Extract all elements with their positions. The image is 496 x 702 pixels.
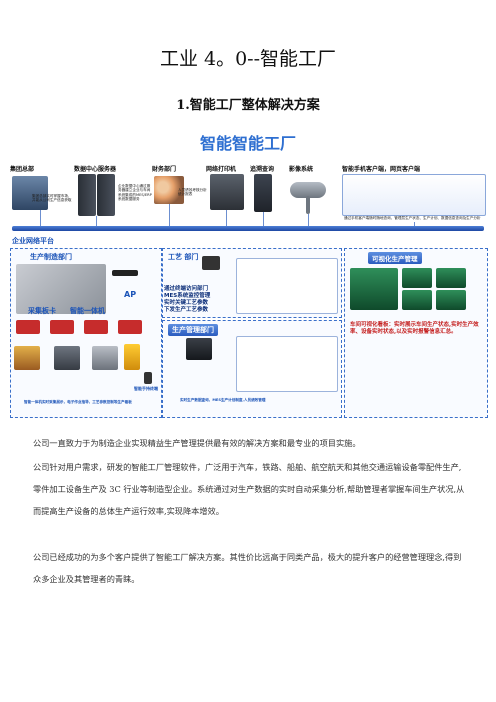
node-label-printer: 网络打印机	[206, 166, 237, 173]
visual-mgmt-label: 可视化生产管理	[368, 252, 422, 264]
connector-line	[263, 212, 264, 226]
hq-note: 集团总部实时掌握市场，并能从公司生产信息获取	[32, 194, 72, 203]
finance-staff-icon	[154, 176, 184, 204]
connector-line	[308, 214, 309, 226]
terminal-pc-icon	[202, 256, 220, 270]
factory-floor-icon	[16, 264, 106, 314]
process-dept-label: 工艺 部门	[168, 253, 199, 261]
handheld-scanner-icon	[144, 372, 152, 384]
production-dept-label: 生产制造部门	[30, 253, 72, 261]
connector-line	[414, 222, 415, 226]
collector-card-icon	[50, 320, 74, 334]
server-rack-icon	[97, 174, 115, 216]
node-label-finance: 财务部门	[152, 166, 177, 173]
bottom-note: 智能一体机实时采集展示，电子作业指导，工艺参数控制等生产看板	[24, 400, 132, 404]
node-label-client: 智能手机客户端，网页客户端	[342, 166, 421, 173]
collector-card-icon	[118, 320, 142, 334]
document-subtitle: 1.智能工厂整体解决方案	[176, 98, 320, 113]
smart-factory-diagram: 智能智能工厂 集团总部 数据中心服务器 财务部门 网络打印机 追溯查询 影像系统…	[4, 124, 492, 424]
mes-screenshot-panel	[236, 258, 338, 314]
camera-icon	[290, 182, 326, 198]
connector-line	[96, 216, 97, 226]
robot-arm-icon	[124, 344, 140, 370]
process-note: 通过终端访问部门 MES系统监控管理 实时关键工艺参数 下发生产工艺参数	[164, 286, 211, 314]
dashboard-screen-icon	[402, 290, 432, 310]
desktop-pc-icon	[186, 338, 212, 360]
trace-terminal-icon	[254, 174, 272, 212]
ap-label: AP	[124, 290, 137, 299]
node-label-datacenter: 数据中心服务器	[74, 166, 117, 173]
scanner-label: 智能手持终端	[134, 386, 158, 391]
machine-icon	[14, 346, 40, 370]
network-bar	[12, 226, 484, 231]
server-note: 企业数据中心通过服务器建立企业与车间系统集成的MES/ERP系统数据服务	[118, 184, 152, 201]
collector-card-icon	[84, 320, 108, 334]
paragraph-1: 公司一直致力于为制造企业实现精益生产管理提供最有效的解决方案和最专业的项目实施。	[33, 438, 361, 448]
diagram-heading: 智能智能工厂	[199, 134, 296, 153]
connector-line	[40, 210, 41, 226]
server-rack-icon	[78, 174, 96, 216]
paragraph-2: 公司针对用户需求，研发的智能工厂管理软件，广泛用于汽车，铁路、船舶、航空航天和其…	[33, 462, 465, 516]
client-screen-icon	[342, 174, 486, 216]
prod-mgmt-note: 实时生产数据查询，MES生产计划制度,人员绩效管理	[180, 398, 266, 402]
node-label-hq: 集团总部	[10, 166, 35, 173]
prod-screenshot-panel	[236, 336, 338, 392]
ap-router-icon	[112, 270, 138, 276]
client-note: 通过手机客户端随时随地查询，管理层生产状态、生产计划、数据信息查询及生产分析	[344, 216, 481, 220]
dashboard-screen-icon	[436, 290, 466, 310]
dashboard-screen-icon	[436, 268, 466, 288]
printer-icon	[210, 174, 244, 210]
node-label-camera: 影像系统	[289, 166, 314, 173]
collector-card-icon	[16, 320, 40, 334]
dashboard-screen-icon	[402, 268, 432, 288]
prod-mgmt-label: 生产管理部门	[168, 324, 218, 336]
machine-icon	[54, 346, 80, 370]
paragraph-3: 公司已经成功的为多个客户提供了智能工厂解决方案。其性价比远高于同类产品，极大的提…	[33, 552, 462, 584]
document-title: 工业 4。0--智能工厂	[159, 48, 337, 70]
hq-building-icon	[12, 176, 48, 210]
connector-line	[226, 210, 227, 226]
finance-note: 人员绩效考核分析统计报表	[178, 188, 207, 197]
smart-pc-label: 智能一体机	[70, 307, 105, 315]
dashboard-screen-icon	[350, 268, 398, 310]
node-label-trace: 追溯查询	[250, 166, 275, 173]
network-label: 企业网络平台	[12, 237, 54, 245]
collector-label: 采集板卡	[28, 307, 56, 315]
visual-note: 车间可视化看板：实时展示车间生产状态,实时生产效率、设备实时状态,以及实时报警信…	[350, 322, 479, 336]
camera-mount-icon	[306, 196, 310, 214]
machine-icon	[92, 346, 118, 370]
connector-line	[169, 204, 170, 226]
